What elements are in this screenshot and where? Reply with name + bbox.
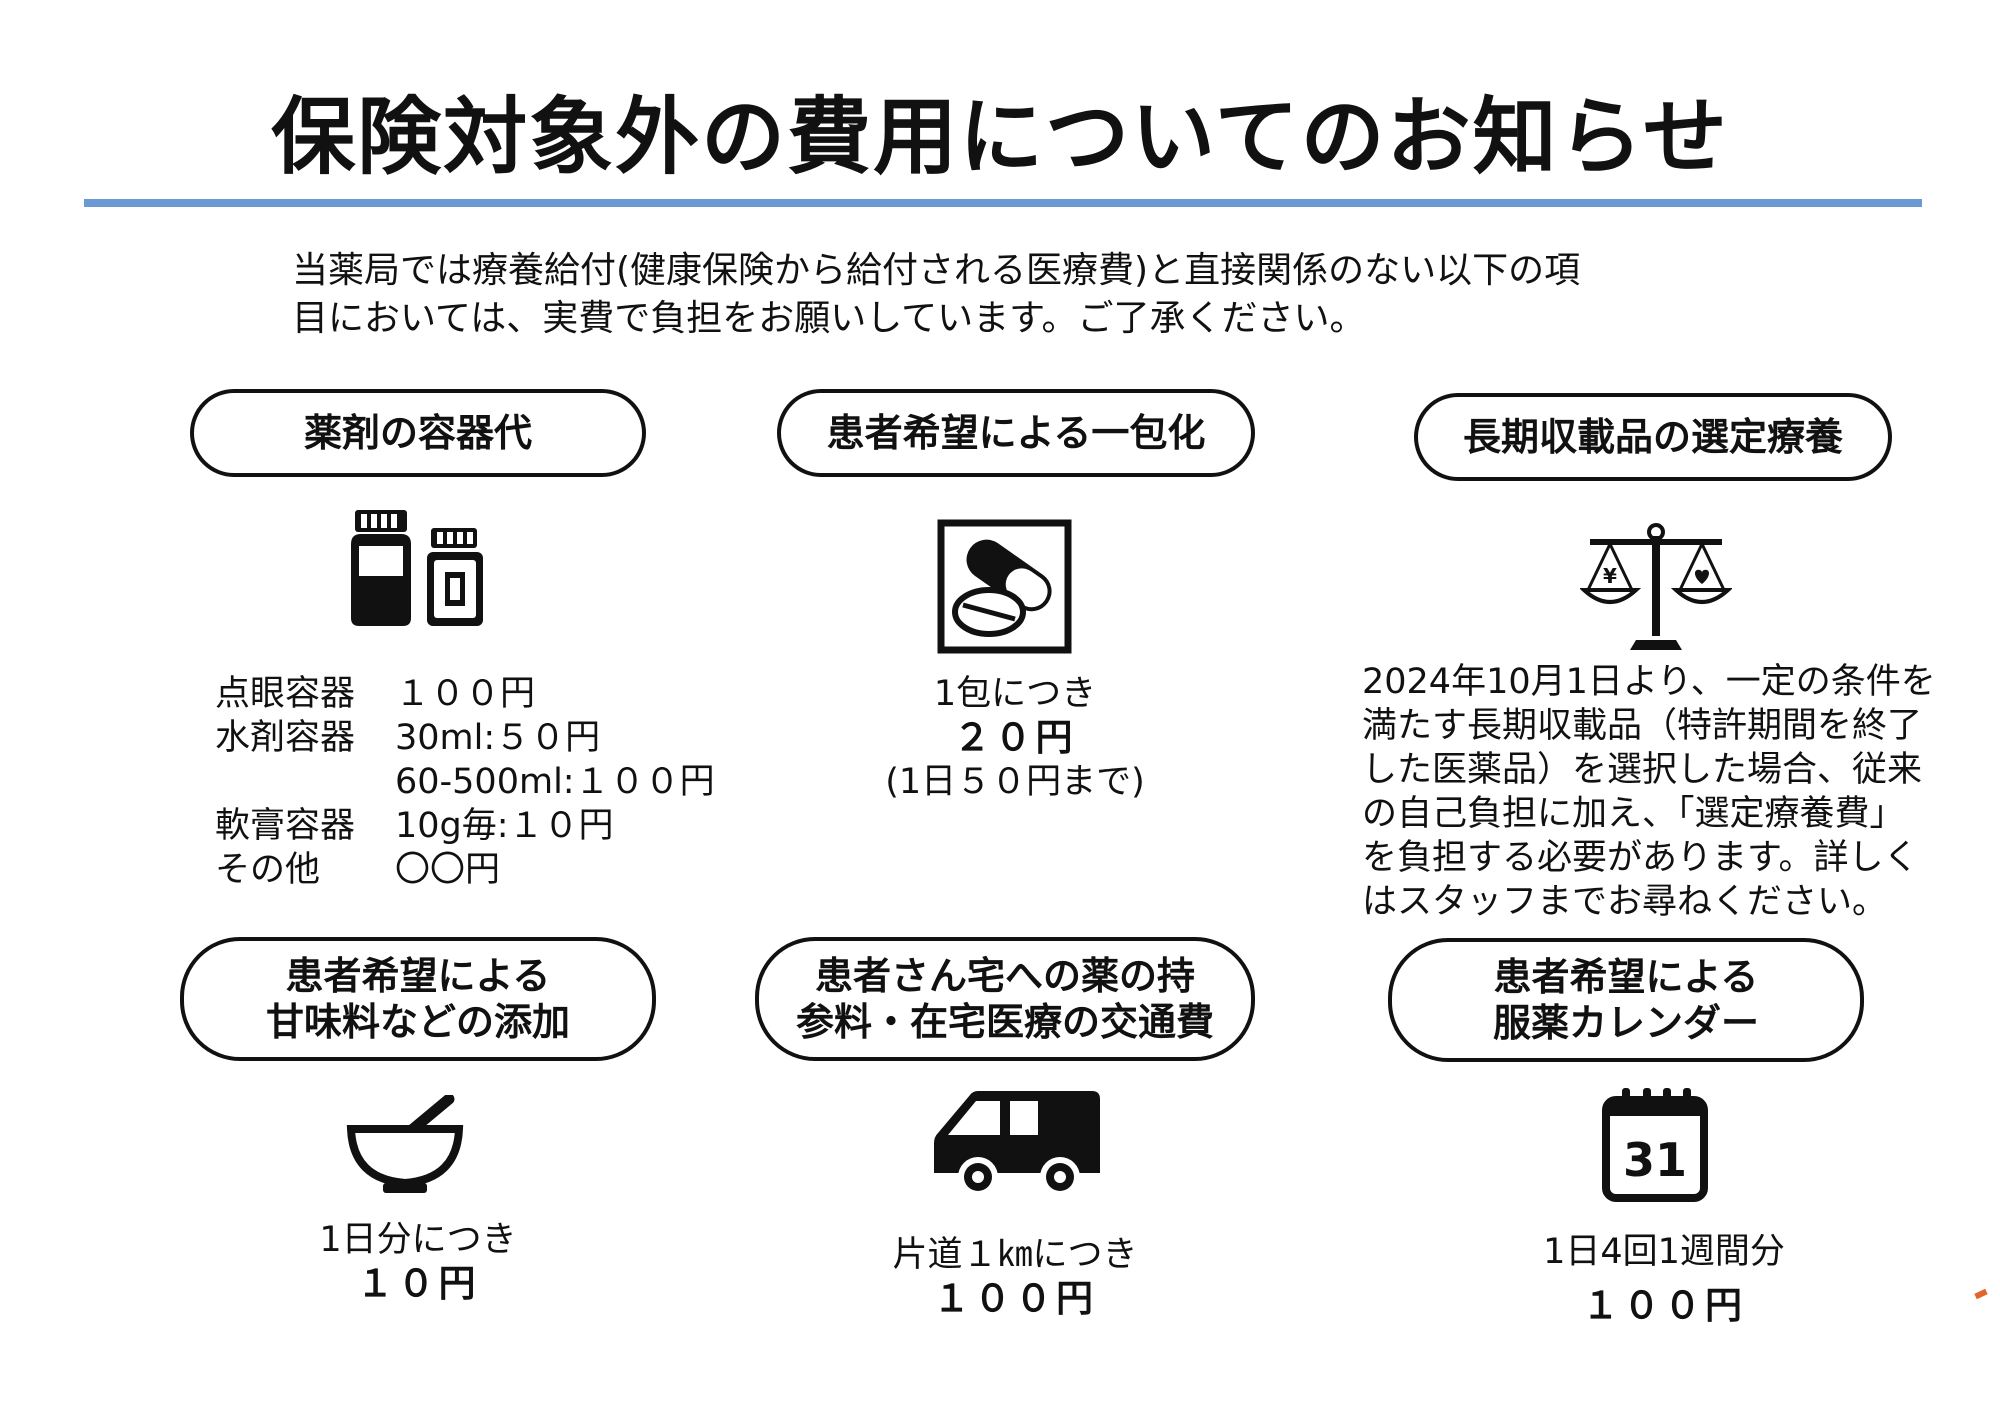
- sweetener-text: 1日分につき １０円: [218, 1218, 618, 1306]
- scan-speck: [1974, 1288, 1988, 1300]
- heading-calendar-line-1: 患者希望による: [1493, 955, 1759, 999]
- price-value: 〇〇円: [395, 850, 501, 890]
- heading-unit-dose-text: 患者希望による一包化: [826, 411, 1206, 455]
- paragraph-line: の自己負担に加え、「選定療養費」: [1362, 794, 1905, 834]
- calendar-text: 1日4回1週間分 １００円: [1464, 1230, 1864, 1328]
- mortar-pestle-icon: [346, 1095, 464, 1193]
- heading-home-delivery-line-2: 参料・在宅医療の交通費: [795, 1000, 1214, 1044]
- price-row: 軟膏容器 10g毎:１０円: [215, 804, 715, 848]
- heading-home-delivery: 患者さん宅への薬の持 参料・在宅医療の交通費: [755, 937, 1255, 1061]
- paragraph-line: 満たす長期収載品（特許期間を終了: [1362, 706, 1923, 746]
- medicine-bottles-icon: [351, 510, 483, 626]
- price-row: 点眼容器 １００円: [215, 672, 715, 716]
- price-label: その他: [215, 850, 321, 890]
- intro-text: 当薬局では療養給付(健康保険から給付される医療費)と直接関係のない以下の項 目に…: [292, 247, 1752, 343]
- heading-sweetener: 患者希望による 甘味料などの添加: [180, 937, 656, 1061]
- paragraph-line: 2024年10月1日より、一定の条件を: [1362, 662, 1936, 702]
- intro-line-1: 当薬局では療養給付(健康保険から給付される医療費)と直接関係のない以下の項: [292, 250, 1581, 291]
- price-value: １００円: [395, 674, 536, 714]
- heading-sweetener-line-2: 甘味料などの添加: [265, 1000, 570, 1044]
- price-value: 60-500ml:１００円: [395, 762, 715, 802]
- scale-yen-symbol: ¥: [1603, 564, 1617, 588]
- price-value: 10g毎:１０円: [395, 806, 614, 846]
- home-delivery-text: 片道１㎞につき １００円: [815, 1233, 1215, 1321]
- price-label: 点眼容器: [215, 674, 356, 714]
- price-row: 水剤容器 30ml:５０円: [215, 716, 715, 760]
- title-divider: [84, 199, 1922, 207]
- sweetener-price: １０円: [356, 1262, 480, 1305]
- calendar-line: 1日4回1週間分: [1543, 1232, 1785, 1272]
- price-value: 30ml:５０円: [395, 718, 601, 758]
- price-label: 軟膏容器: [215, 806, 356, 846]
- unit-dose-line: 1包につき: [933, 674, 1097, 714]
- paragraph-line: はスタッフまでお尋ねください。: [1362, 882, 1888, 922]
- long-listed-paragraph: 2024年10月1日より、一定の条件を 満たす長期収載品（特許期間を終了 した医…: [1362, 660, 1944, 924]
- price-row: その他 〇〇円: [215, 848, 715, 892]
- unit-dose-limit: (1日５０円まで): [885, 762, 1145, 802]
- calendar-icon: 31: [1602, 1088, 1708, 1202]
- heading-sweetener-line-1: 患者希望による: [285, 954, 551, 998]
- heading-container-fee: 薬剤の容器代: [190, 389, 646, 477]
- heading-long-listed-text: 長期収載品の選定療養: [1462, 415, 1843, 459]
- price-label: 水剤容器: [215, 718, 356, 758]
- intro-line-2: 目においては、実費で負担をお願いしています。ご了承ください。: [292, 298, 1366, 339]
- delivery-van-icon: [934, 1091, 1100, 1197]
- heading-long-listed: 長期収載品の選定療養: [1414, 393, 1892, 481]
- paragraph-line: した医薬品）を選択した場合、従来: [1362, 750, 1923, 790]
- container-fee-table: 点眼容器 １００円 水剤容器 30ml:５０円 60-500ml:１００円 軟膏容器…: [215, 672, 715, 892]
- pill-packet-icon: [937, 519, 1072, 654]
- unit-dose-price: ２０円: [953, 716, 1077, 759]
- heading-medication-calendar: 患者希望による 服薬カレンダー: [1388, 938, 1864, 1062]
- price-row: 60-500ml:１００円: [215, 760, 715, 804]
- calendar-day-number: 31: [1623, 1133, 1687, 1187]
- heading-unit-dose: 患者希望による一包化: [777, 389, 1255, 477]
- page-title: 保険対象外の費用についてのお知らせ: [271, 88, 1729, 186]
- unit-dose-text: 1包につき ２０円 (1日５０円まで): [800, 672, 1230, 804]
- heading-calendar-line-2: 服薬カレンダー: [1492, 1001, 1759, 1045]
- balance-scale-icon: ¥: [1580, 523, 1732, 650]
- calendar-price: １００円: [1582, 1284, 1746, 1327]
- heading-home-delivery-line-1: 患者さん宅への薬の持: [814, 954, 1195, 998]
- home-delivery-line: 片道１㎞につき: [892, 1235, 1138, 1275]
- home-delivery-price: １００円: [933, 1277, 1097, 1320]
- paragraph-line: を負担する必要があります。詳しく: [1362, 838, 1919, 878]
- price-label: [215, 760, 395, 804]
- heading-container-fee-text: 薬剤の容器代: [303, 411, 532, 455]
- sweetener-line: 1日分につき: [319, 1220, 517, 1260]
